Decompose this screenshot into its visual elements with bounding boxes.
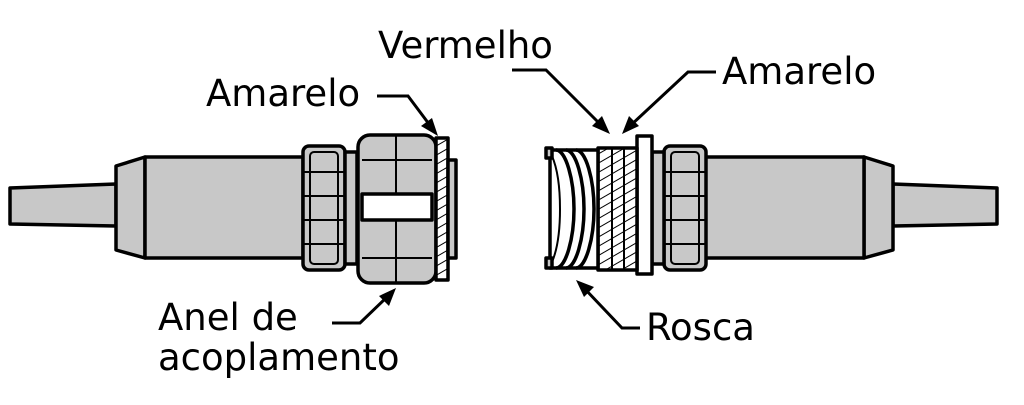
label-rosca: Rosca [646,306,755,349]
arrow-anel [332,294,390,325]
arrow-rosca [582,286,640,330]
right-taper [862,155,895,260]
right-yellow-flange [635,134,654,276]
right-red-band [596,146,639,272]
arrow-vermelho [512,68,604,128]
right-hex-nut [662,144,708,272]
left-connector [8,133,458,285]
arrow-amarelo-left [377,94,434,129]
right-body [702,155,866,260]
arrowhead-anel [379,288,396,306]
left-body [143,155,305,260]
left-yellow-band [434,136,450,282]
coupling-ring [356,133,438,285]
right-cable [891,182,999,228]
right-small-ring [650,150,666,266]
left-hex-nut [301,144,347,272]
arrowhead-rosca [576,280,594,297]
left-front-face [446,158,458,260]
label-vermelho: Vermelho [378,24,553,67]
right-connector [544,134,999,276]
left-taper [114,155,147,260]
label-amarelo-left: Amarelo [206,72,360,115]
left-small-ring [343,150,359,266]
label-anel-line2: acoplamento [158,336,400,379]
arrow-amarelo-right [628,70,716,128]
thread [544,146,600,270]
arrowhead-amarelo-right [622,116,639,134]
arrowhead-vermelho [592,116,610,134]
label-amarelo-right: Amarelo [722,50,876,93]
left-cable [8,182,118,228]
label-anel-line1: Anel de [158,296,298,339]
arrowhead-amarelo-left [421,118,438,136]
